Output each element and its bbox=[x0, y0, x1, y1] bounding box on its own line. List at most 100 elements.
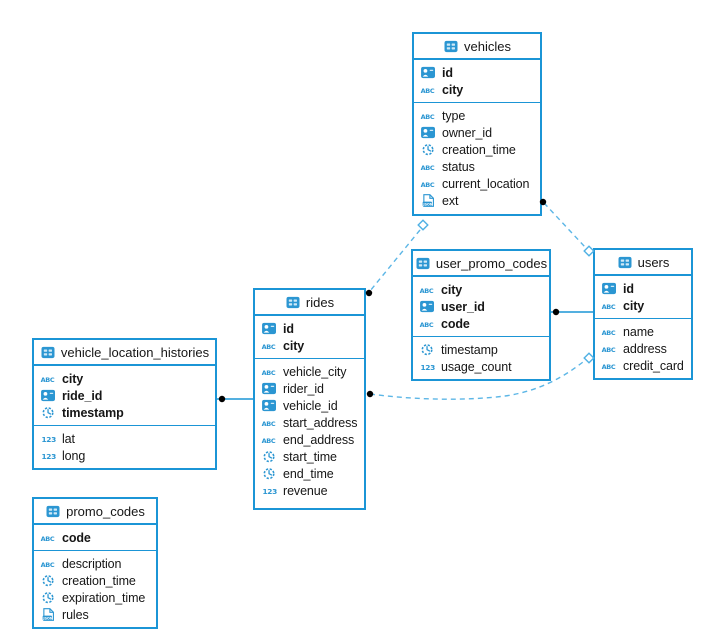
text-icon bbox=[40, 531, 57, 544]
column-name: end_time bbox=[283, 466, 334, 481]
column-name: start_address bbox=[283, 415, 358, 430]
relation-user-promo-codes-users[interactable] bbox=[551, 308, 593, 316]
text-icon bbox=[261, 433, 278, 446]
column-row[interactable]: name bbox=[595, 323, 691, 340]
column-name: rider_id bbox=[283, 381, 324, 396]
number-icon bbox=[40, 432, 57, 445]
column-name: user_id bbox=[441, 299, 485, 314]
column-name: revenue bbox=[283, 483, 328, 498]
table-title: users bbox=[637, 254, 670, 270]
column-name: name bbox=[623, 324, 654, 339]
column-row[interactable]: long bbox=[34, 447, 215, 464]
table-promo-codes[interactable]: promo_codes code description creation_ti… bbox=[32, 497, 158, 629]
table-icon bbox=[285, 296, 301, 309]
column-row[interactable]: city bbox=[34, 370, 215, 387]
text-icon bbox=[419, 283, 436, 296]
relation-dot-marker bbox=[366, 390, 374, 398]
column-row[interactable]: rules bbox=[34, 606, 156, 623]
column-row[interactable]: timestamp bbox=[413, 341, 549, 358]
column-row[interactable]: owner_id bbox=[414, 124, 540, 141]
number-icon bbox=[419, 360, 436, 373]
relation-vehicle-location-histories-rides[interactable] bbox=[217, 395, 253, 403]
column-row[interactable]: description bbox=[34, 555, 156, 572]
text-icon bbox=[601, 325, 618, 338]
column-row[interactable]: type bbox=[414, 107, 540, 124]
column-row[interactable]: vehicle_id bbox=[255, 397, 364, 414]
table-header[interactable]: user_promo_codes bbox=[413, 251, 549, 277]
text-icon bbox=[40, 372, 57, 385]
column-row[interactable]: id bbox=[255, 320, 364, 337]
column-row[interactable]: start_address bbox=[255, 414, 364, 431]
column-row[interactable]: ride_id bbox=[34, 387, 215, 404]
table-vehicle-location-histories[interactable]: vehicle_location_histories city ride_id … bbox=[32, 338, 217, 470]
column-row[interactable]: credit_card bbox=[595, 357, 691, 374]
column-name: city bbox=[441, 282, 463, 297]
column-name: city bbox=[62, 371, 84, 386]
column-row[interactable]: current_location bbox=[414, 175, 540, 192]
column-name: rules bbox=[62, 607, 89, 622]
text-icon bbox=[601, 359, 618, 372]
column-row[interactable]: user_id bbox=[413, 298, 549, 315]
table-icon bbox=[617, 256, 633, 269]
table-rides[interactable]: rides id city vehicle_city rider_id vehi… bbox=[253, 288, 366, 510]
column-row[interactable]: address bbox=[595, 340, 691, 357]
column-row[interactable]: end_time bbox=[255, 465, 364, 482]
pk-section: id city bbox=[595, 276, 691, 319]
table-header[interactable]: users bbox=[595, 250, 691, 276]
column-row[interactable]: status bbox=[414, 158, 540, 175]
column-row[interactable]: city bbox=[413, 281, 549, 298]
column-row[interactable]: ext bbox=[414, 192, 540, 209]
column-row[interactable]: expiration_time bbox=[34, 589, 156, 606]
table-header[interactable]: promo_codes bbox=[34, 499, 156, 525]
table-user-promo-codes[interactable]: user_promo_codes city user_id code times… bbox=[411, 249, 551, 381]
pk-section: code bbox=[34, 525, 156, 551]
column-row[interactable]: end_address bbox=[255, 431, 364, 448]
column-name: creation_time bbox=[442, 142, 516, 157]
relation-dot-marker bbox=[552, 308, 560, 316]
column-row[interactable]: id bbox=[595, 280, 691, 297]
uuid-icon bbox=[261, 399, 278, 412]
column-name: vehicle_id bbox=[283, 398, 338, 413]
pk-section: id city bbox=[414, 60, 540, 103]
json-icon bbox=[420, 194, 437, 207]
column-row[interactable]: id bbox=[414, 64, 540, 81]
table-icon bbox=[443, 40, 459, 53]
columns-section: description creation_time expiration_tim… bbox=[34, 551, 156, 627]
column-row[interactable]: revenue bbox=[255, 482, 364, 499]
column-row[interactable]: code bbox=[34, 529, 156, 546]
column-row[interactable]: start_time bbox=[255, 448, 364, 465]
column-row[interactable]: creation_time bbox=[34, 572, 156, 589]
column-row[interactable]: rider_id bbox=[255, 380, 364, 397]
pk-section: id city bbox=[255, 316, 364, 359]
uuid-icon bbox=[420, 66, 437, 79]
column-row[interactable]: vehicle_city bbox=[255, 363, 364, 380]
column-row[interactable]: city bbox=[595, 297, 691, 314]
uuid-icon bbox=[40, 389, 57, 402]
time-icon bbox=[40, 574, 57, 587]
column-row[interactable]: code bbox=[413, 315, 549, 332]
column-name: timestamp bbox=[62, 405, 124, 420]
table-header[interactable]: vehicle_location_histories bbox=[34, 340, 215, 366]
table-users[interactable]: users id city name address credit_card bbox=[593, 248, 693, 380]
number-icon bbox=[40, 449, 57, 462]
column-row[interactable]: creation_time bbox=[414, 141, 540, 158]
table-title: user_promo_codes bbox=[435, 255, 548, 271]
column-row[interactable]: lat bbox=[34, 430, 215, 447]
column-row[interactable]: timestamp bbox=[34, 404, 215, 421]
column-name: vehicle_city bbox=[283, 364, 347, 379]
time-icon bbox=[261, 467, 278, 480]
table-header[interactable]: rides bbox=[255, 290, 364, 316]
column-row[interactable]: usage_count bbox=[413, 358, 549, 375]
relation-vehicles-users[interactable] bbox=[539, 198, 595, 257]
uuid-icon bbox=[420, 126, 437, 139]
columns-section: name address credit_card bbox=[595, 319, 691, 378]
column-row[interactable]: city bbox=[255, 337, 364, 354]
pk-section: city user_id code bbox=[413, 277, 549, 337]
table-title: vehicles bbox=[464, 38, 511, 54]
column-row[interactable]: city bbox=[414, 81, 540, 98]
column-name: long bbox=[62, 448, 86, 463]
table-vehicles[interactable]: vehicles id city type owner_id creation_… bbox=[412, 32, 542, 216]
table-icon bbox=[40, 346, 56, 359]
table-header[interactable]: vehicles bbox=[414, 34, 540, 60]
